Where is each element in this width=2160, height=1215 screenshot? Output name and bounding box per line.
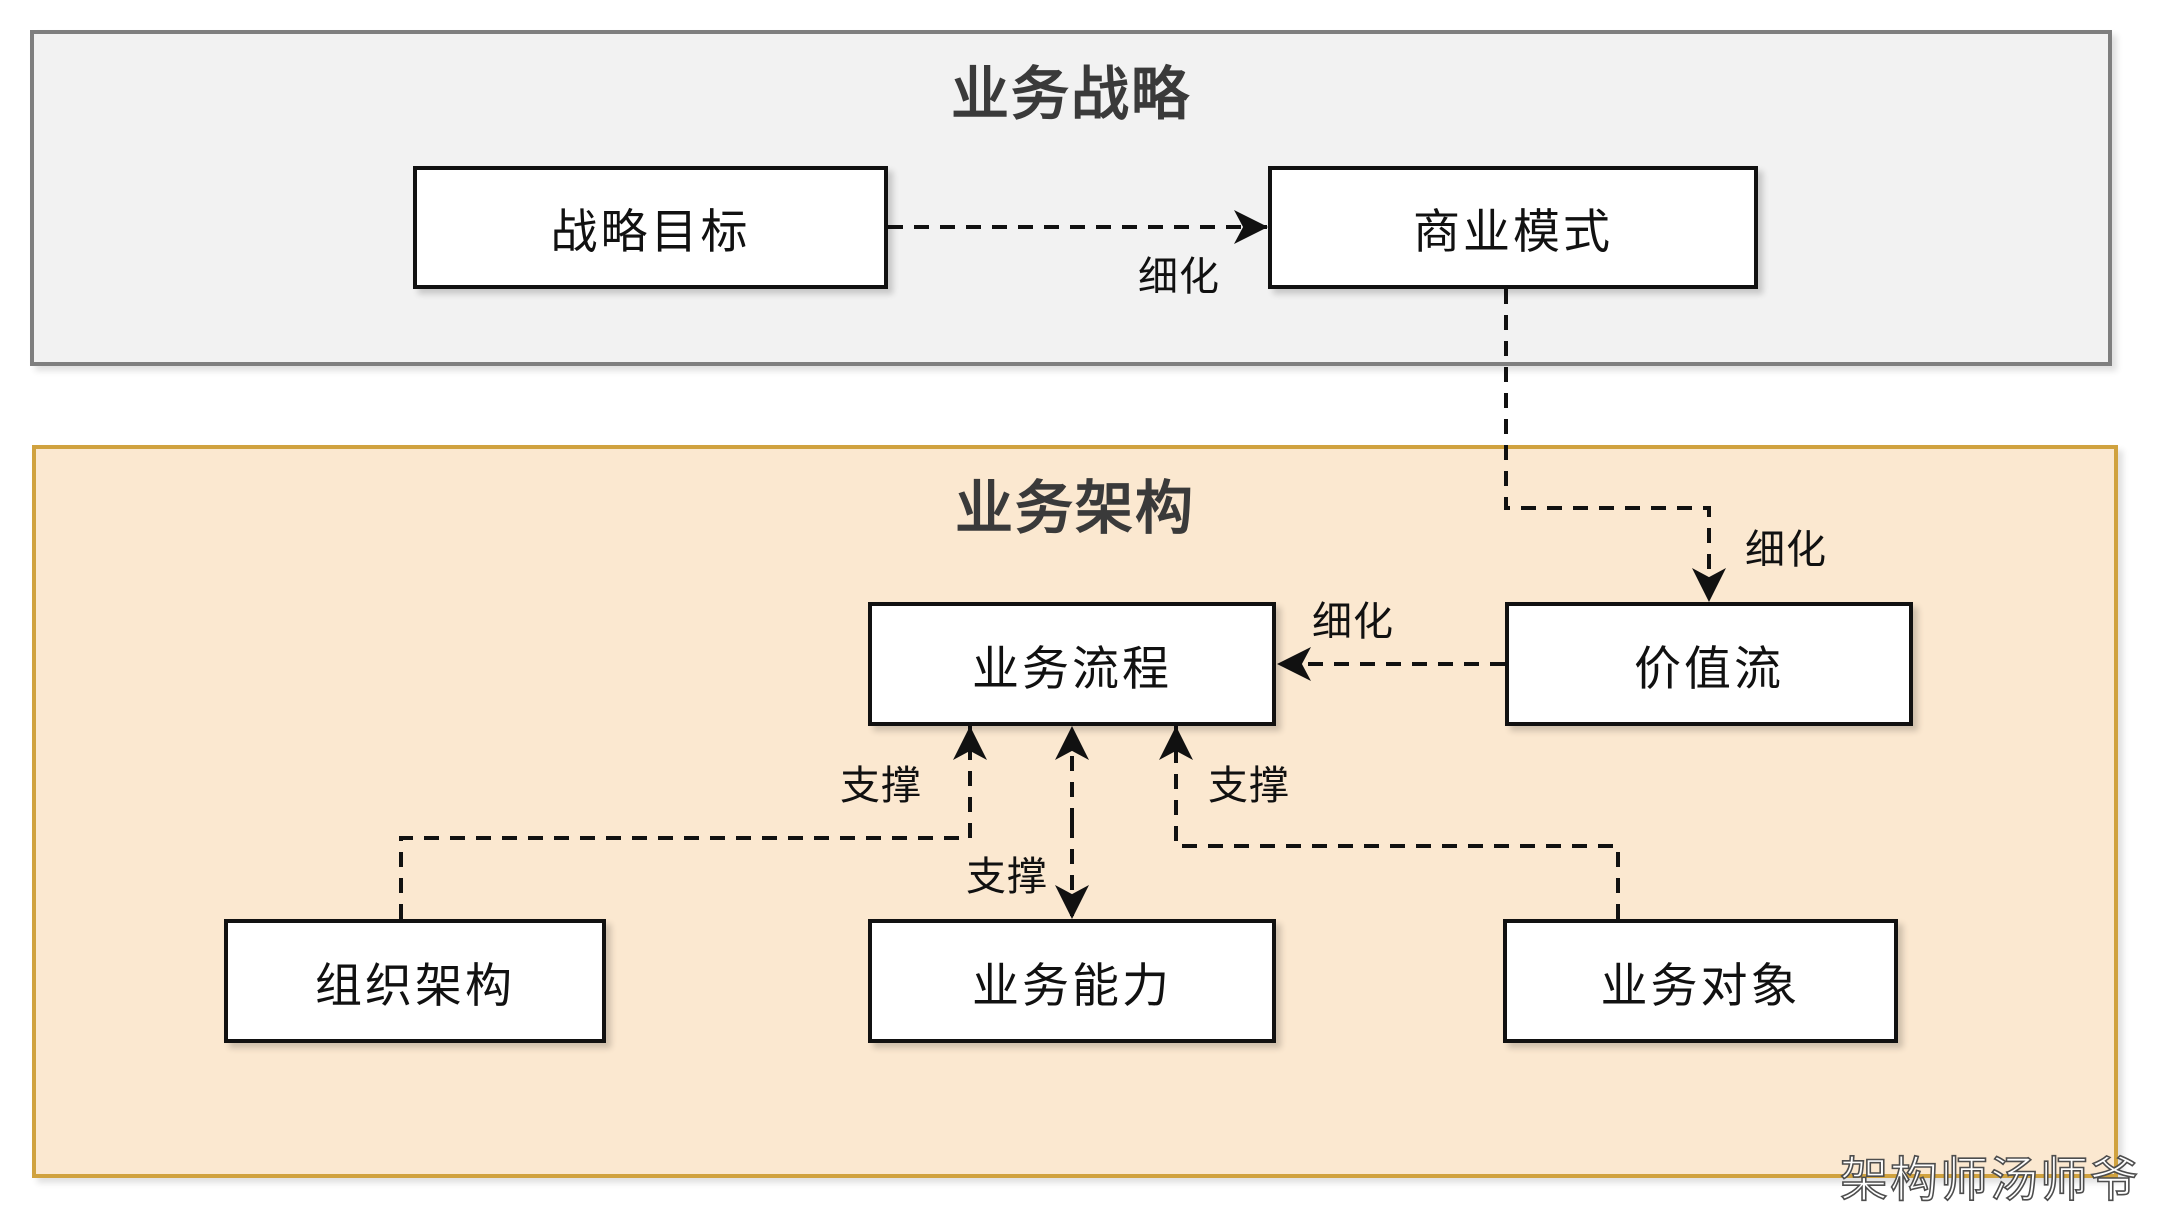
edge-label-refine-3: 细化 bbox=[1312, 600, 1394, 644]
watermark-text: 架构师汤师爷 bbox=[1839, 1153, 2141, 1208]
section-title-business-architecture: 业务架构 bbox=[954, 476, 1195, 541]
node-business-capability: 业务能力 bbox=[868, 919, 1276, 1043]
edge-business-object-to-business-process bbox=[1159, 726, 1620, 919]
edge-business-model-to-value-stream bbox=[1504, 289, 1726, 602]
node-business-model: 商业模式 bbox=[1268, 166, 1758, 289]
edge-label-support-3: 支撑 bbox=[966, 855, 1048, 899]
section-business-strategy bbox=[30, 30, 2112, 366]
section-title-business-strategy: 业务战略 bbox=[950, 62, 1191, 127]
edge-label-refine-1: 细化 bbox=[1138, 255, 1220, 299]
section-business-architecture bbox=[32, 445, 2118, 1178]
edge-org-structure-to-business-process bbox=[399, 726, 987, 919]
edge-label-support-1: 支撑 bbox=[840, 764, 922, 808]
node-value-stream: 价值流 bbox=[1505, 602, 1913, 726]
node-business-process: 业务流程 bbox=[868, 602, 1276, 726]
node-strategic-goal: 战略目标 bbox=[413, 166, 888, 289]
edge-label-refine-2: 细化 bbox=[1745, 528, 1827, 572]
edge-label-support-2: 支撑 bbox=[1208, 764, 1290, 808]
node-org-structure: 组织架构 bbox=[224, 919, 606, 1043]
node-business-object: 业务对象 bbox=[1503, 919, 1898, 1043]
